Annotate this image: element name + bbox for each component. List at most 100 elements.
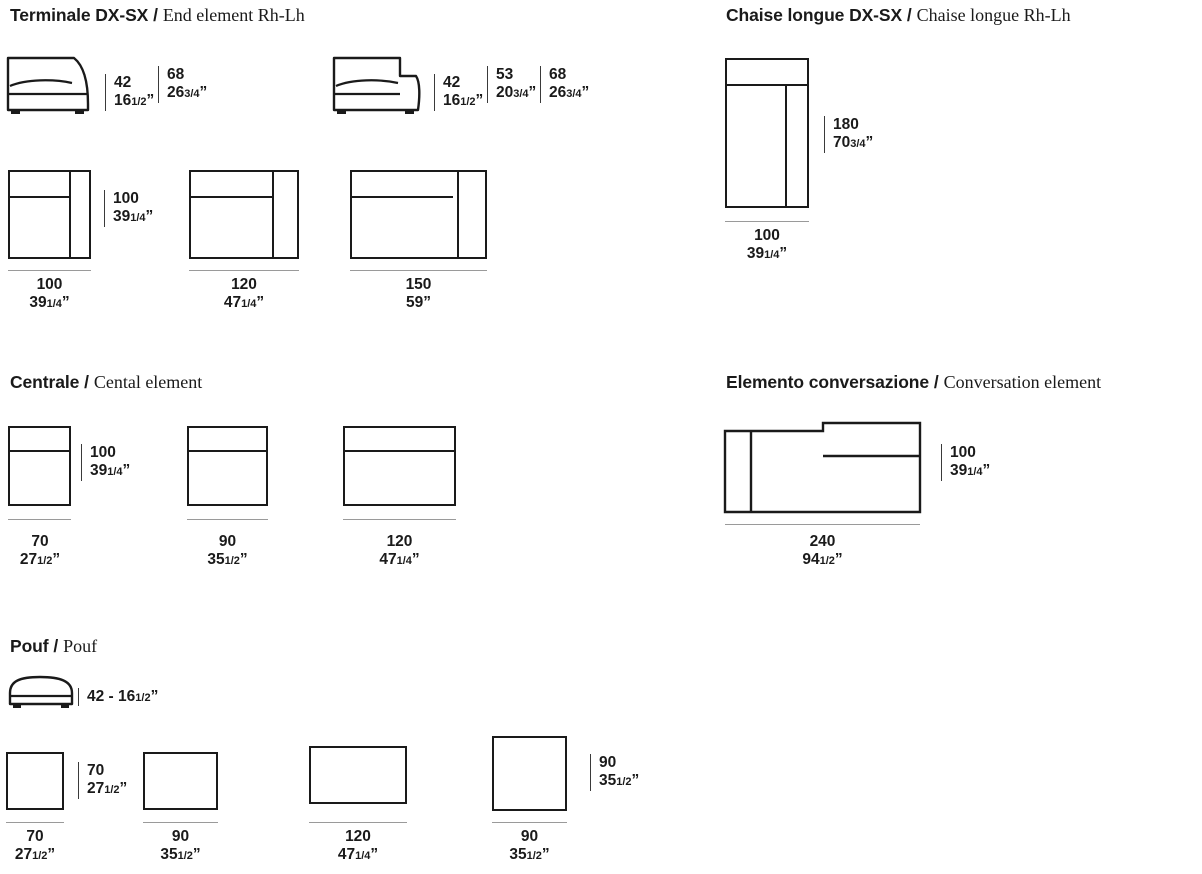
dim-inch: 391/4”: [950, 462, 991, 480]
backrest-band: [10, 428, 69, 452]
dim-inch: 703/4”: [833, 134, 874, 152]
dim-cm: 100: [113, 190, 139, 207]
dim-inch: 471/4”: [223, 294, 265, 312]
dim-inch: 391/4”: [29, 294, 70, 312]
end-element-left-elevation: [4, 52, 96, 116]
width-rule: [343, 519, 456, 520]
width-rule: [309, 822, 407, 823]
pouf-width-dim-90-square: 90 351/2”: [492, 828, 567, 865]
dim-inch: 161/2”: [114, 92, 155, 110]
dim-cm: 240: [809, 533, 836, 550]
arm-divider: [457, 172, 459, 257]
pouf-plan-70: [6, 752, 64, 810]
pouf-plan-90-square: [492, 736, 567, 811]
dim-inch: 471/4”: [379, 551, 420, 569]
width-rule: [8, 519, 71, 520]
dim-inch: 391/4”: [746, 245, 788, 263]
dim-inch: 351/2”: [599, 772, 640, 790]
backrest-band: [10, 172, 69, 198]
backrest-band: [352, 172, 453, 198]
end-element-right-elevation: [330, 52, 426, 116]
section-title-chaise-sep: /: [902, 5, 917, 25]
dim-cm: 90: [520, 828, 539, 845]
chaise-longue-depth-dim: 180 703/4”: [824, 116, 873, 153]
end-element-width-dim-150: 150 59”: [350, 276, 487, 313]
dim-inch: 263/4”: [549, 84, 590, 102]
dim-cm: 180: [833, 116, 859, 133]
end-element-right-height-dim: 42 161/2”: [434, 74, 483, 111]
dim-inch: 351/2”: [509, 846, 550, 864]
central-element-plan-70: [8, 426, 71, 506]
pouf-plan-120: [309, 746, 407, 804]
width-rule: [187, 519, 268, 520]
dim-cm: 90: [171, 828, 190, 845]
pouf-width-dim-70: 70 271/2”: [2, 828, 68, 865]
dim-inch: 59”: [406, 294, 431, 312]
dim-cm: 120: [386, 533, 413, 550]
width-rule: [492, 822, 567, 823]
arm-divider: [69, 172, 71, 257]
section-title-pouf-sep: /: [48, 636, 64, 656]
width-rule: [725, 524, 920, 525]
dim-cm: 100: [90, 444, 116, 461]
end-element-depth-dim: 100 391/4”: [104, 190, 153, 227]
chaise-longue-width-dim: 100 391/4”: [725, 227, 809, 264]
conversation-element-plan: [722, 420, 930, 523]
dim-cm: 70: [31, 533, 49, 550]
central-element-depth-dim: 100 391/4”: [81, 444, 130, 481]
pouf-elevation: [6, 673, 80, 713]
end-element-width-dim-120: 120 471/4”: [189, 276, 299, 313]
backrest-band: [191, 172, 272, 198]
pouf-depth-dim-70: 70 271/2”: [78, 762, 127, 799]
dim-cm: 120: [345, 828, 371, 845]
end-element-right-arm-dim: 53 203/4”: [487, 66, 536, 103]
width-rule: [725, 221, 809, 222]
section-title-chaise-en: Chaise longue Rh-Lh: [916, 5, 1071, 25]
pouf-depth-dim-90: 90 351/2”: [590, 754, 639, 791]
end-element-plan-120: [189, 170, 299, 259]
dim-cm: 90: [218, 533, 237, 550]
dim-cm: 120: [231, 276, 257, 293]
dim-inch: 351/2”: [160, 846, 201, 864]
dim-cm: 150: [405, 276, 432, 293]
dim-cm: 53: [496, 66, 514, 83]
section-title-conversazione-sep: /: [929, 372, 944, 392]
dim-inch: 941/2”: [802, 551, 843, 569]
pouf-height-dim: 42 - 161/2”: [78, 688, 159, 707]
conversation-element-width-dim: 240 941/2”: [725, 533, 920, 570]
central-element-plan-90: [187, 426, 268, 506]
dim-inch: 471/4”: [337, 846, 379, 864]
dim-inch: 161/2”: [443, 92, 484, 110]
width-rule: [8, 270, 91, 271]
dim-inch: 391/4”: [90, 462, 131, 480]
section-title-centrale: Centrale / Cental element: [10, 373, 202, 392]
width-rule: [350, 270, 487, 271]
width-rule: [189, 270, 299, 271]
central-element-width-dim-70: 70 271/2”: [5, 533, 75, 570]
dim-cm: 100: [950, 444, 976, 461]
dim-cm: 42: [443, 74, 461, 91]
dim-cm: 100: [36, 276, 63, 293]
dim-inch: 271/2”: [87, 780, 128, 798]
end-element-left-height-dim: 42 161/2”: [105, 74, 154, 111]
section-title-terminale: Terminale DX-SX / End element Rh-Lh: [10, 6, 305, 25]
central-element-plan-120: [343, 426, 456, 506]
pouf-plan-90: [143, 752, 218, 810]
width-rule: [6, 822, 64, 823]
dim-cm: 70: [26, 828, 44, 845]
section-title-conversazione: Elemento conversazione / Conversation el…: [726, 373, 1101, 392]
dim-cm: 100: [754, 227, 780, 244]
section-title-chaise: Chaise longue DX-SX / Chaise longue Rh-L…: [726, 6, 1071, 25]
central-element-width-dim-90: 90 351/2”: [187, 533, 268, 570]
dim-inch: 351/2”: [207, 551, 248, 569]
dim-inch: 42 - 161/2”: [87, 688, 159, 705]
dim-cm: 42: [114, 74, 132, 91]
dim-cm: 68: [549, 66, 567, 83]
dim-inch: 391/4”: [113, 208, 154, 226]
dim-inch: 271/2”: [19, 551, 61, 569]
chaise-longue-plan: [725, 58, 809, 208]
dim-cm: 70: [87, 762, 105, 779]
section-title-terminale-sep: /: [148, 5, 163, 25]
section-title-pouf: Pouf / Pouf: [10, 637, 97, 656]
